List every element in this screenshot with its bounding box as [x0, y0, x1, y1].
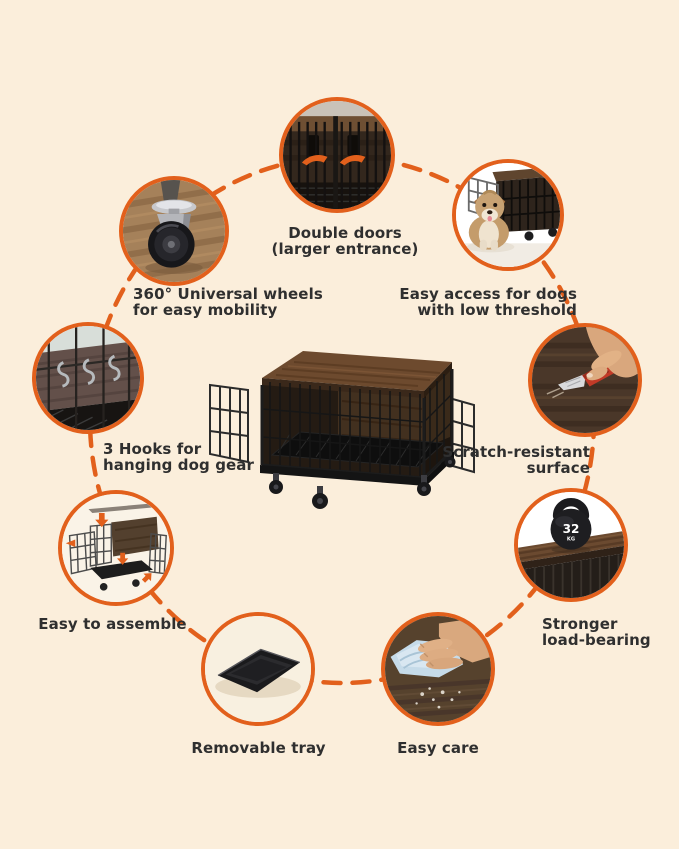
- label-line: hanging dog gear: [103, 456, 255, 474]
- kettlebell-illustration: 32 KG: [518, 492, 624, 598]
- feature-image-hanging-hooks: [32, 322, 144, 434]
- s-hooks-illustration: [36, 326, 140, 430]
- label-line: Removable tray: [191, 739, 326, 757]
- feature-label-scratch-resistant: Scratch-resistant surface: [440, 444, 590, 476]
- label-line: Easy to assemble: [38, 615, 187, 633]
- kettlebell-weight-text: 32: [563, 522, 580, 536]
- center-product-image: [190, 323, 480, 528]
- label-line: Stronger: [542, 615, 618, 633]
- kettlebell-unit-text: KG: [567, 536, 575, 542]
- knife-scratch-illustration: [532, 327, 638, 433]
- feature-label-easy-assemble: Easy to assemble: [30, 616, 195, 632]
- label-line: Scratch-resistant: [442, 443, 590, 461]
- s-hook-icon: [57, 354, 121, 388]
- feature-label-universal-wheels: 360° Universal wheels for easy mobility: [133, 286, 333, 318]
- assembly-diagram-illustration: [62, 494, 170, 602]
- label-line: surface: [526, 459, 590, 477]
- cleaning-cloth-illustration: [385, 616, 491, 722]
- feature-image-load-bearing: 32 KG: [514, 488, 628, 602]
- label-line: for easy mobility: [133, 301, 278, 319]
- feature-image-easy-access: [452, 159, 564, 271]
- dog-crate-illustration: [209, 351, 475, 509]
- label-line: with low threshold: [417, 301, 577, 319]
- feature-image-easy-assemble: [58, 490, 174, 606]
- feature-image-removable-tray: [201, 612, 315, 726]
- label-line: Easy access for dogs: [399, 285, 577, 303]
- feature-label-easy-access: Easy access for dogs with low threshold: [397, 286, 577, 318]
- double-doors-illustration: [283, 101, 391, 209]
- feature-image-scratch-resistant: [528, 323, 642, 437]
- label-line: Double doors: [288, 224, 402, 242]
- puppy-and-crate-illustration: [456, 163, 560, 267]
- label-line: 3 Hooks for: [103, 440, 202, 458]
- feature-image-double-doors: [279, 97, 395, 213]
- label-line: (larger entrance): [271, 240, 419, 258]
- feature-label-easy-care: Easy care: [375, 740, 501, 756]
- feature-label-hanging-hooks: 3 Hooks for hanging dog gear: [103, 441, 263, 473]
- assembly-arrow-icon: [65, 512, 152, 583]
- tray-illustration: [205, 616, 311, 722]
- feature-label-double-doors: Double doors (larger entrance): [255, 225, 435, 257]
- label-line: Easy care: [397, 739, 479, 757]
- door-open-arrow-icon: [301, 155, 366, 166]
- feature-label-removable-tray: Removable tray: [186, 740, 331, 756]
- feature-label-load-bearing: Stronger load-bearing: [542, 616, 672, 648]
- label-line: 360° Universal wheels: [133, 285, 323, 303]
- feature-image-universal-wheels: [119, 176, 229, 286]
- feature-image-easy-care: [381, 612, 495, 726]
- label-line: load-bearing: [542, 631, 651, 649]
- caster-wheel-illustration: [123, 180, 225, 282]
